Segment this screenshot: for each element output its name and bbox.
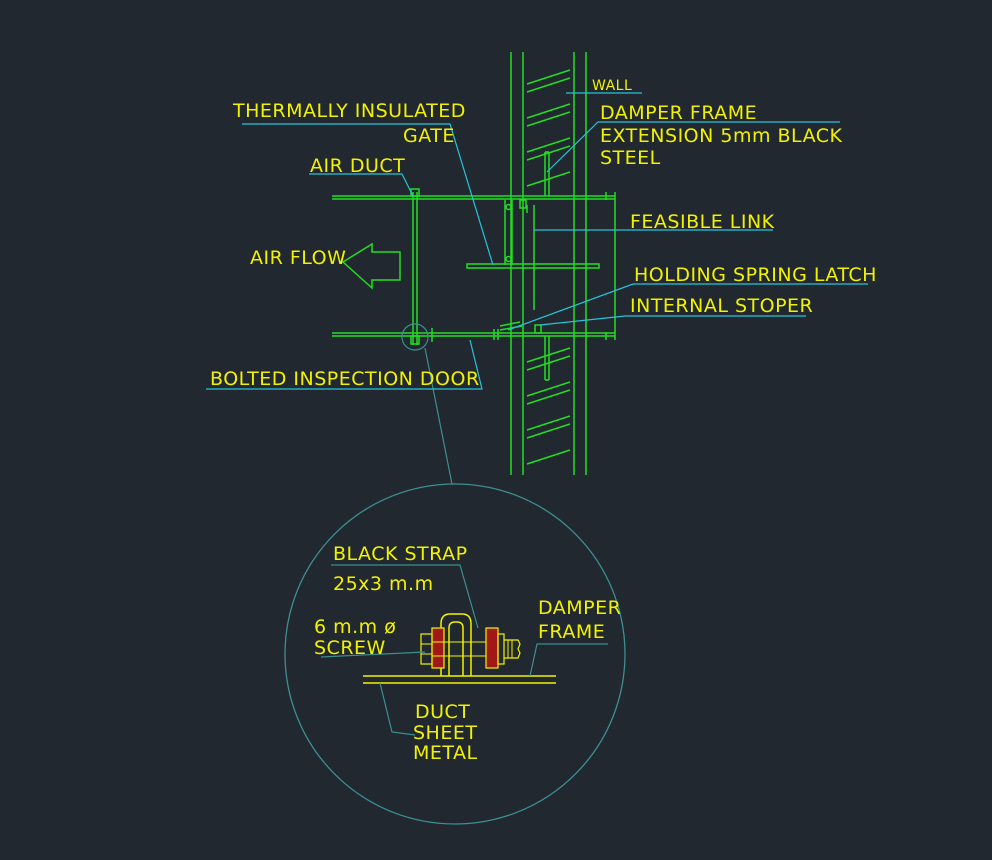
detail-reference-circle <box>401 323 429 351</box>
label-air-duct: AIR DUCT <box>310 155 405 177</box>
air-flow-arrow <box>341 242 401 290</box>
detail-geometry <box>363 613 556 684</box>
label-internal-stoper: INTERNAL STOPER <box>630 295 813 317</box>
wall-section <box>510 52 587 475</box>
detail-enlargement-circle <box>284 483 626 825</box>
strap-block-left <box>431 627 445 669</box>
detail-label-screw-1: 6 m.m ø <box>314 616 396 638</box>
label-damper-frame-ext-3: STEEL <box>600 147 661 169</box>
label-air-flow: AIR FLOW <box>250 247 346 269</box>
label-holding-spring-latch: HOLDING SPRING LATCH <box>634 264 877 286</box>
main-labels: WALL DAMPER FRAME EXTENSION 5mm BLACK ST… <box>210 78 877 390</box>
detail-label-damper-frame-1: DAMPER <box>538 597 621 619</box>
label-bolted-inspection-door: BOLTED INSPECTION DOOR <box>210 368 480 390</box>
detail-label-black-strap-1: BLACK STRAP <box>333 543 468 565</box>
leader-lines <box>206 92 868 390</box>
label-thermally-insulated-2: GATE <box>403 125 455 147</box>
label-thermally-insulated-1: THERMALLY INSULATED <box>232 100 466 122</box>
duct-geometry <box>332 151 616 381</box>
detail-label-screw-2: SCREW <box>314 637 386 659</box>
strap-block-right <box>485 627 499 669</box>
label-wall: WALL <box>592 78 632 94</box>
detail-label-duct-sheet-2: SHEET <box>413 722 477 744</box>
label-damper-frame-ext-2: EXTENSION 5mm BLACK <box>600 125 843 147</box>
label-feasible-link: FEASIBLE LINK <box>630 211 775 233</box>
detail-label-duct-sheet-1: DUCT <box>415 701 470 723</box>
detail-leader-lines <box>320 564 608 736</box>
detail-label-damper-frame-2: FRAME <box>538 621 605 643</box>
label-damper-frame-ext-1: DAMPER FRAME <box>600 102 757 124</box>
detail-labels: BLACK STRAP 25x3 m.m 6 m.m ø SCREW DAMPE… <box>314 543 621 764</box>
detail-label-duct-sheet-3: METAL <box>413 742 478 764</box>
detail-label-black-strap-2: 25x3 m.m <box>333 573 434 595</box>
